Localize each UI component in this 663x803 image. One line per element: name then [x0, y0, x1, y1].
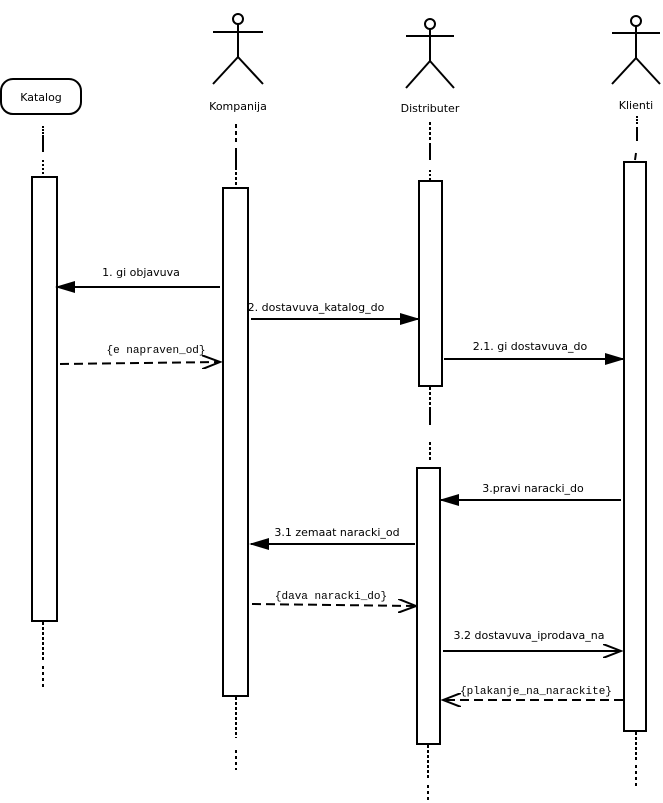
message-return-dava-naracki-do[interactable]: {dava naracki_do}	[251, 591, 416, 606]
message-return-e-napraven-od[interactable]: {e napraven_od}	[59, 345, 220, 364]
message-return-plakanje[interactable]: {plakanje_na_narackite}	[443, 686, 623, 700]
participant-name: Distributer	[401, 102, 460, 115]
message-3-2[interactable]: 3.2 dostavuva_iprodava_na	[443, 629, 621, 651]
message-label: 3.2 dostavuva_iprodava_na	[454, 629, 605, 642]
participant-distributer[interactable]: Distributer	[401, 18, 460, 115]
participant-name: Kompanija	[209, 100, 267, 113]
lifeline-distributer	[416, 122, 443, 800]
activation-bar	[222, 187, 249, 697]
message-3[interactable]: 3.pravi naracki_do	[439, 482, 621, 506]
participant-klienti[interactable]: Klienti	[611, 15, 661, 112]
message-label: 3.pravi naracki_do	[482, 482, 584, 495]
object-box	[0, 78, 82, 115]
message-label: {dava naracki_do}	[275, 591, 387, 603]
lifeline-klienti	[623, 116, 647, 786]
message-label: 1. gi objavuva	[102, 266, 180, 279]
participant-katalog[interactable]: Katalog	[0, 78, 82, 115]
message-label: {plakanje_na_narackite}	[460, 686, 612, 698]
activation-bar	[416, 467, 441, 745]
message-2-1[interactable]: 2.1. gi dostavuva_do	[444, 340, 625, 365]
participant-name: Katalog	[20, 91, 62, 104]
actor-icon	[405, 18, 455, 89]
message-label: {e napraven_od}	[106, 345, 205, 357]
actor-icon	[212, 13, 264, 85]
message-2[interactable]: 2. dostavuva_katalog_do	[248, 301, 420, 325]
message-label: 2.1. gi dostavuva_do	[473, 340, 588, 353]
activation-bar	[418, 180, 443, 387]
message-1[interactable]: 1. gi objavuva	[55, 266, 220, 293]
activation-bar	[623, 161, 647, 732]
lifeline-kompanija	[222, 124, 249, 770]
message-label: 3.1 zemaat naracki_od	[274, 526, 399, 539]
participant-name: Klienti	[619, 99, 653, 112]
activation-bar	[31, 176, 58, 622]
lifeline-katalog	[31, 126, 58, 688]
participant-kompanija[interactable]: Kompanija	[209, 13, 267, 113]
message-label: 2. dostavuva_katalog_do	[248, 301, 385, 314]
actor-icon	[611, 15, 661, 85]
message-3-1[interactable]: 3.1 zemaat naracki_od	[249, 526, 415, 550]
